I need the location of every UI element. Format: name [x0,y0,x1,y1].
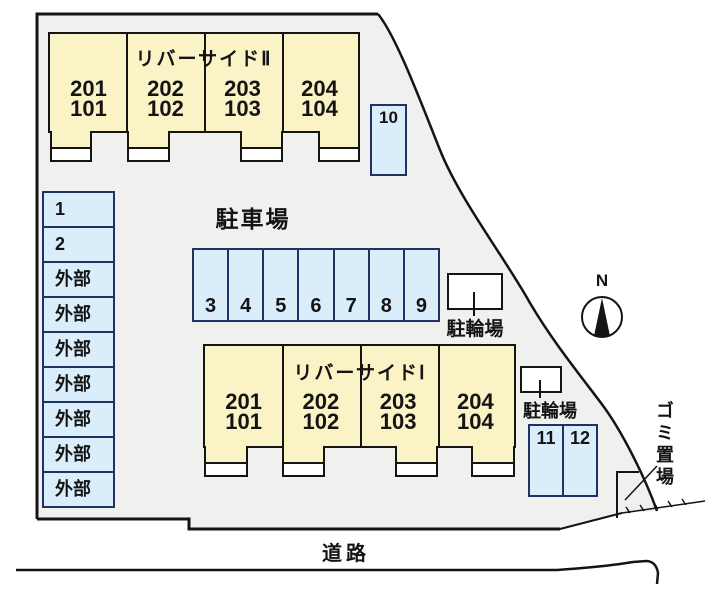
parking-left-column: 1 2 外部 外部 外部 外部 外部 外部 外部 [42,191,115,508]
road-label: 道路 [322,543,370,565]
unit-202-102: 202 102 [302,389,340,434]
entrance-porch [204,446,248,477]
parking-spot-1: 1 [42,191,115,228]
garbage-area-label: ゴミ置場 [654,401,674,489]
parking-spot-4: 4 [227,248,265,322]
parking-spot-gaibu: 外部 [42,436,115,473]
parking-spot-10: 10 [370,104,407,176]
parking-spot-gaibu: 外部 [42,261,115,298]
compass-icon [581,296,623,338]
entrance-porch [282,446,325,477]
unit-202-102: 202 102 [147,76,184,121]
parking-spot-gaibu: 外部 [42,471,115,508]
building-riverside-2: リバーサイドⅡ 201 101 202 102 203 103 204 104 [48,32,360,133]
parking-spot-12: 12 [562,424,598,497]
compass-needle [594,298,610,336]
unit-204-104: 204 104 [457,389,494,434]
bicycle-parking-box-bottom [520,366,562,393]
unit-203-103: 203 103 [379,389,417,434]
parking-spot-8: 8 [367,248,405,322]
unit-203-103: 203 103 [224,76,261,121]
parking-spot-11: 11 [528,424,564,497]
unit-201-101: 201 101 [70,76,107,121]
bicycle-parking-box-top [447,273,503,310]
garbage-area-notch [616,471,639,518]
parking-spot-gaibu: 外部 [42,296,115,333]
entrance-porch [127,131,170,162]
compass-north-label: N [595,271,609,290]
parking-spot-7: 7 [332,248,370,322]
entrance-porch [471,446,515,477]
building-name: リバーサイドⅠ [293,363,427,384]
parking-area-label: 駐車場 [215,206,291,232]
parking-spot-gaibu: 外部 [42,366,115,403]
building-riverside-1: リバーサイドⅠ 201 101 202 102 203 103 204 104 [203,344,516,448]
entrance-porch [50,131,92,162]
parking-spot-6: 6 [297,248,335,322]
entrance-porch [318,131,360,162]
entrance-porch [240,131,283,162]
parking-spots-11-12: 11 12 [528,424,598,497]
unit-204-104: 204 104 [301,76,338,121]
parking-spot-3: 3 [192,248,230,322]
bicycle-parking-label-top: 駐輪場 [446,319,504,340]
site-boundary-bottom-right [559,512,623,530]
parking-spot-5: 5 [262,248,300,322]
bicycle-parking-label-bottom: 駐輪場 [523,401,577,421]
unit-201-101: 201 101 [225,389,262,434]
parking-spot-gaibu: 外部 [42,331,115,368]
parking-spot-gaibu: 外部 [42,401,115,438]
parking-spot-2: 2 [42,226,115,263]
parking-middle-row: 3 4 5 6 7 8 9 [192,248,440,322]
entrance-porch [395,446,438,477]
site-boundary-bottom [37,517,560,531]
building-name: リバーサイドⅡ [135,49,273,70]
parking-spot-9: 9 [402,248,440,322]
